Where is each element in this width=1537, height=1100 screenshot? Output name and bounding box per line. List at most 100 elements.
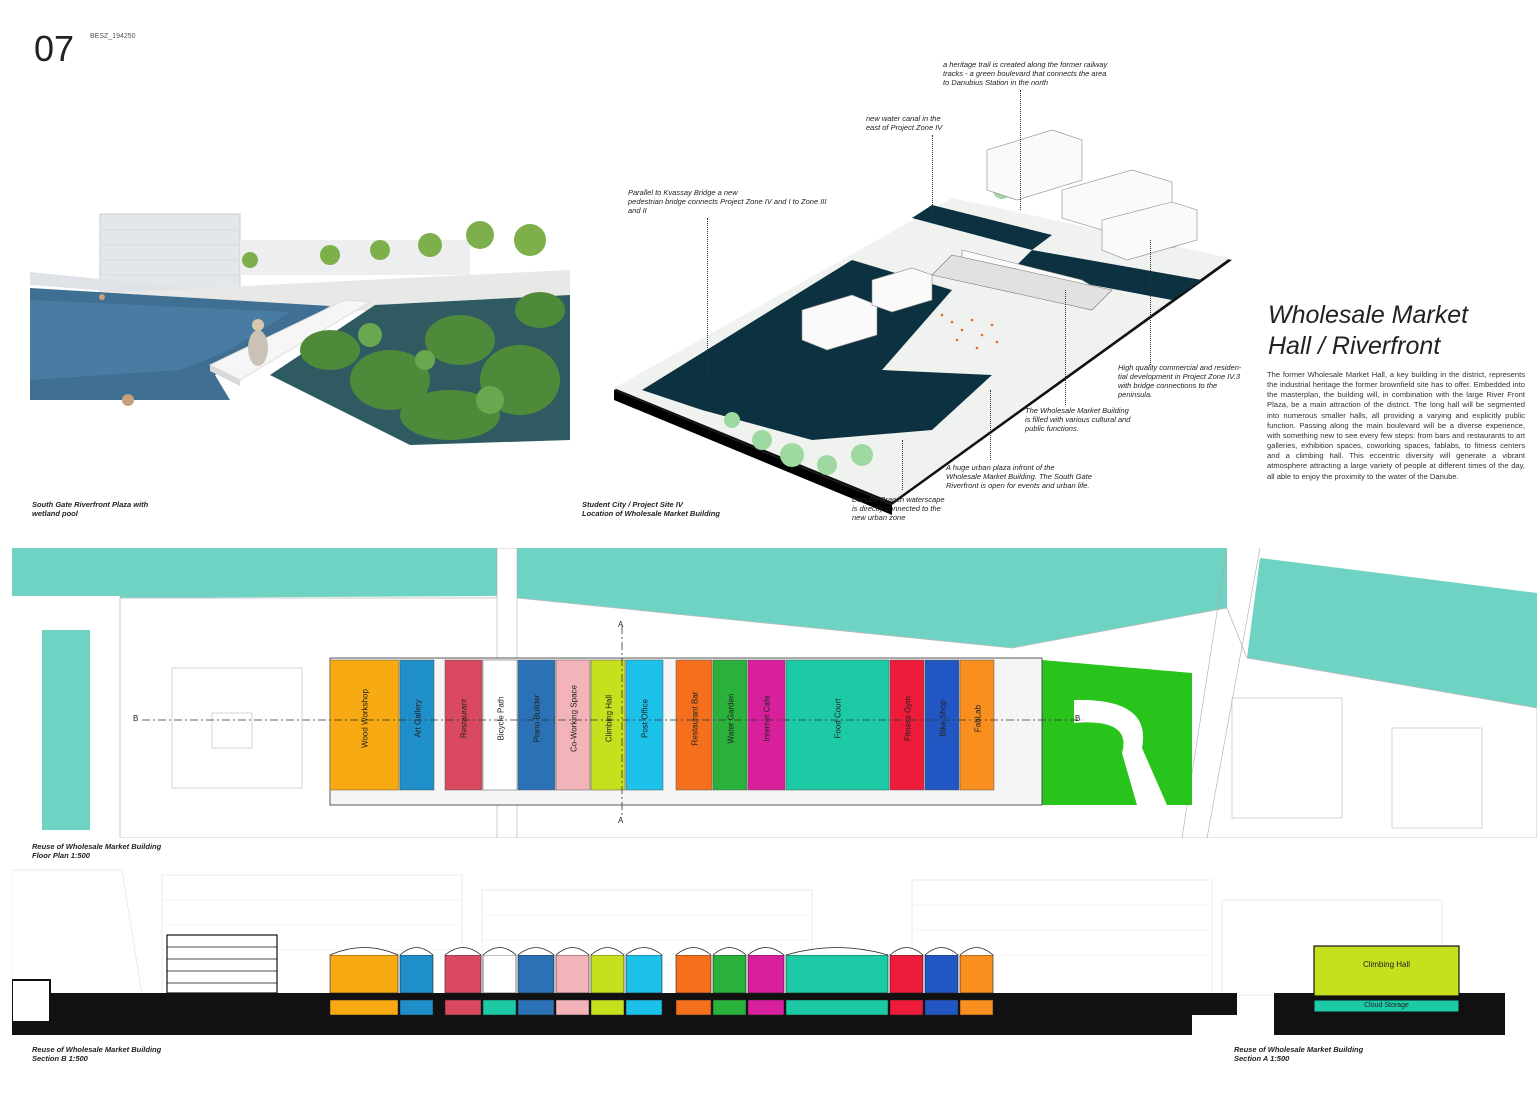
section-basement	[590, 999, 625, 1016]
section-a-caption-line2: Section A 1:500	[1234, 1054, 1290, 1063]
note-plaza: A huge urban plaza infront of the Wholes…	[946, 463, 1092, 490]
plan-room	[482, 659, 518, 791]
section-basement	[444, 999, 482, 1016]
plan-room-label: Art Gallery	[413, 699, 422, 738]
section-marker-a-bottom: A	[618, 816, 624, 825]
plan-room	[924, 659, 960, 791]
note-heritage-trail: a heritage trail is created along the fo…	[943, 60, 1107, 87]
leader-canal	[932, 135, 933, 215]
section-hall	[399, 954, 434, 994]
section-hall	[747, 954, 785, 994]
section-basement	[959, 999, 994, 1016]
note-line: to Danubius Station in the north	[943, 78, 1049, 87]
section-roof	[517, 947, 555, 956]
section-basement	[924, 999, 959, 1016]
note-line: public functions.	[1025, 424, 1079, 433]
plan-room-label: Fitness Gym	[903, 696, 912, 741]
section-roof	[444, 947, 482, 956]
section-b-caption: Reuse of Wholesale Market Building Secti…	[32, 1045, 161, 1063]
plan-room-label: Post Office	[640, 699, 650, 738]
plan-caption-line2: Floor Plan 1:500	[32, 851, 90, 860]
plan-room-label: Co-Working Space	[569, 685, 578, 752]
section-marker-b-left: B	[133, 714, 139, 723]
river-water	[517, 548, 1227, 648]
section-basement	[482, 999, 517, 1016]
plan-caption: Reuse of Wholesale Market Building Floor…	[32, 842, 161, 860]
section-marker-b-right: B	[1075, 714, 1081, 723]
section-hall	[590, 954, 625, 994]
note-line: Parallel to Kvassay Bridge a new	[628, 188, 738, 197]
note-line: new urban zone	[852, 513, 906, 522]
section-a-lower-label: Cloud Storage	[1364, 1002, 1409, 1009]
plan-caption-line1: Reuse of Wholesale Market Building	[32, 842, 162, 851]
plan-room	[444, 659, 483, 791]
plan-room	[625, 659, 664, 791]
section-basement	[712, 999, 747, 1016]
section-roof	[590, 947, 625, 956]
plan-room-label: Piano Builder	[532, 694, 542, 743]
section-hall	[482, 954, 517, 994]
page-number: 07	[34, 28, 75, 69]
note-line: is filled with various cultural and	[1025, 415, 1131, 424]
section-b-caption-line1: Reuse of Wholesale Market Building	[32, 1045, 162, 1054]
note-line: Riverfront is open for events and urban …	[946, 481, 1090, 490]
plan-room	[555, 659, 591, 791]
render-caption-line1: South Gate Riverfront Plaza with	[32, 500, 149, 509]
section-b-drawing	[11, 860, 1537, 1040]
plan-room-label: Wood Workshop	[360, 689, 370, 748]
plan-room	[747, 659, 786, 791]
plan-room	[675, 659, 713, 791]
section-roof	[329, 947, 399, 956]
title-line2: Hall / Riverfront	[1268, 332, 1441, 360]
park-green	[1042, 660, 1192, 805]
leader-heritage	[1020, 90, 1021, 210]
plan-room-label: Bike Shop	[938, 700, 947, 737]
section-roof	[785, 947, 889, 956]
axonometric-site-diagram	[612, 110, 1232, 515]
note-line: east of Project Zone IV	[866, 123, 943, 132]
section-roof	[924, 947, 959, 956]
section-basement	[517, 999, 555, 1016]
section-basement	[747, 999, 785, 1016]
note-line: tial development in Project Zone IV.3	[1118, 372, 1241, 381]
plan-room	[959, 659, 995, 791]
plan-room-label: Restaurant	[459, 698, 469, 739]
section-a-drawing: Climbing Hall Cloud Storage	[1262, 940, 1502, 1020]
axon-caption-line2: Location of Wholesale Market Building	[582, 509, 720, 518]
project-code: BESZ_194250	[90, 33, 136, 40]
section-basement	[329, 999, 399, 1016]
section-hall	[785, 954, 889, 994]
plan-room-label: Water Garden	[726, 693, 735, 744]
section-roof	[555, 947, 590, 956]
section-hall	[675, 954, 712, 994]
note-line: and II	[628, 206, 647, 215]
page-title: Wholesale Market Hall / Riverfront	[1268, 300, 1468, 362]
note-commercial: High quality commercial and residen- tia…	[1118, 363, 1241, 399]
render-caption-line2: wetland pool	[32, 509, 78, 518]
note-water-canal: new water canal in the east of Project Z…	[866, 114, 942, 132]
axon-caption: Student City / Project Site IV Location …	[582, 500, 720, 518]
section-a-caption: Reuse of Wholesale Market Building Secti…	[1234, 1045, 1363, 1063]
section-roof	[675, 947, 712, 956]
plan-room	[329, 659, 400, 791]
leader-bridge	[707, 218, 708, 378]
note-line: tracks - a green boulevard that connects…	[943, 69, 1107, 78]
section-roof	[959, 947, 994, 956]
section-hall	[444, 954, 482, 994]
plan-room-label: Internet Cafe	[762, 695, 772, 742]
leader-plaza	[990, 390, 991, 460]
section-roof	[712, 947, 747, 956]
section-marker-a-top: A	[618, 620, 624, 629]
note-line: with bridge connections to the	[1118, 381, 1218, 390]
section-basement	[785, 999, 889, 1016]
section-a-upper-label: Climbing Hall	[1362, 960, 1411, 969]
section-roof	[889, 947, 924, 956]
section-roof	[625, 947, 663, 956]
note-line: Wholesale Market Building. The South Gat…	[946, 472, 1092, 481]
plan-room	[712, 659, 748, 791]
description-text: The former Wholesale Market Hall, a key …	[1267, 370, 1525, 481]
note-bridge: Parallel to Kvassay Bridge a new pedestr…	[628, 188, 826, 215]
section-basement	[625, 999, 663, 1016]
plan-room-label: Bicycle Path	[496, 696, 505, 741]
note-line: is directly connected to the	[852, 504, 941, 513]
